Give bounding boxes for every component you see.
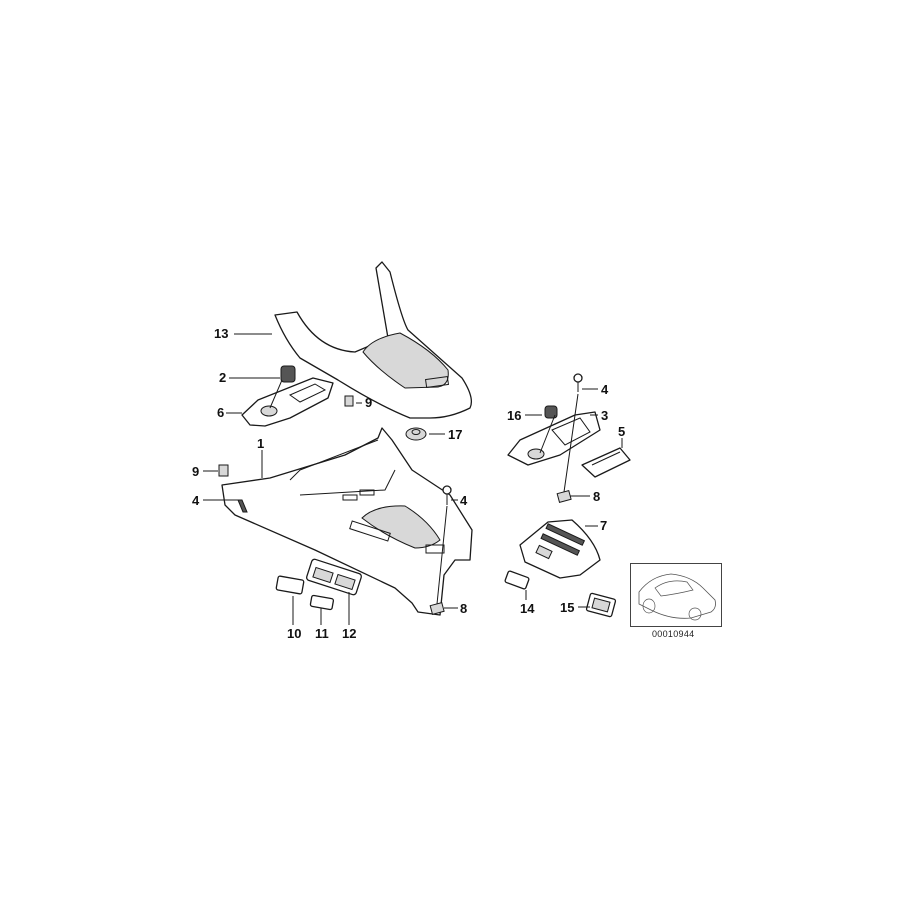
part-9-clip-left xyxy=(218,464,229,477)
part-4-screw-mid xyxy=(442,485,452,505)
part-6-tray xyxy=(241,377,334,427)
part-17-grommet xyxy=(405,427,427,441)
reference-number: 00010944 xyxy=(652,629,695,639)
callout-1: 1 xyxy=(257,436,265,451)
part-1-console xyxy=(221,427,473,616)
part-11-cover xyxy=(309,594,335,611)
part-12-bezel xyxy=(306,558,362,596)
callout-16: 16 xyxy=(507,408,522,423)
callout-4-left: 4 xyxy=(192,493,200,508)
callout-4-right: 4 xyxy=(601,382,609,397)
callout-12: 12 xyxy=(342,626,357,641)
callout-11: 11 xyxy=(315,626,329,641)
part-16-lighter xyxy=(544,405,558,419)
callout-2: 2 xyxy=(219,370,227,385)
car-sedan-icon xyxy=(638,573,716,621)
callout-8-bottom: 8 xyxy=(460,601,468,616)
part-10-cover xyxy=(275,575,305,595)
leader-lines xyxy=(203,333,623,625)
callout-7: 7 xyxy=(600,518,608,533)
part-9-clip xyxy=(344,395,354,407)
callout-15: 15 xyxy=(560,600,575,615)
callout-4-mid: 4 xyxy=(460,493,468,508)
callout-10: 10 xyxy=(287,626,302,641)
part-15-cup xyxy=(585,592,617,618)
callout-6: 6 xyxy=(217,405,225,420)
part-7-shift-bezel xyxy=(519,519,601,579)
callout-13: 13 xyxy=(214,326,229,341)
part-8-nut-right xyxy=(556,489,572,503)
callout-8-right: 8 xyxy=(593,489,601,504)
part-4-screw-left xyxy=(237,499,248,513)
part-4-screw-right xyxy=(573,373,583,392)
callout-5: 5 xyxy=(618,424,626,439)
callout-17: 17 xyxy=(448,427,463,442)
callout-14: 14 xyxy=(520,601,535,616)
part-8-nut xyxy=(429,601,445,615)
part-14-insert xyxy=(504,570,530,590)
part-5-ashtray xyxy=(581,447,631,478)
part-3-tray-right xyxy=(507,411,601,466)
callout-9-top: 9 xyxy=(365,395,373,410)
callout-3: 3 xyxy=(601,408,609,423)
vehicle-thumbnail xyxy=(630,563,722,627)
callout-9-left: 9 xyxy=(192,464,200,479)
part-2-lighter xyxy=(280,365,296,383)
part-13-trim-frame xyxy=(274,261,473,419)
